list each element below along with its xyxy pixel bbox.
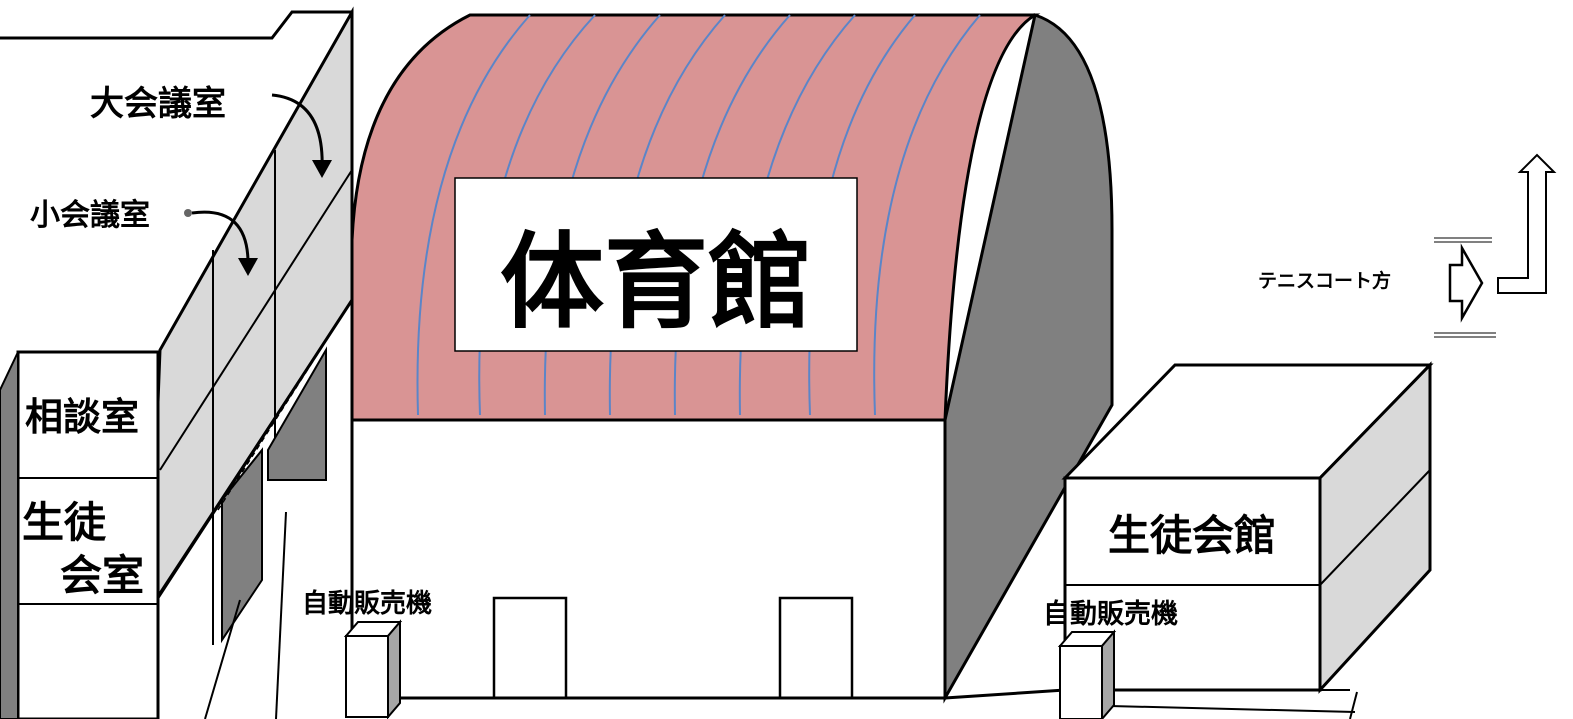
gym-door-right xyxy=(778,596,854,700)
small-meeting-room-arrow-tail xyxy=(184,209,192,217)
left-building-floor-line xyxy=(159,169,353,471)
small-meeting-room-arrow xyxy=(191,210,250,269)
student-council-room-label-line1: 生徒 xyxy=(22,498,107,547)
left-building-window xyxy=(221,447,263,644)
large-meeting-room-arrow xyxy=(271,93,324,171)
student-hall-ground-line xyxy=(1349,691,1358,719)
small-meeting-room-arrow-head xyxy=(238,258,258,276)
gym-label: 体育館 xyxy=(500,221,812,343)
small-meeting-room-label: 小会議室 xyxy=(30,198,150,233)
ground-line xyxy=(944,688,1066,700)
left-building-roof-edge xyxy=(0,10,352,40)
student-hall xyxy=(1061,361,1434,719)
path-line xyxy=(275,511,287,719)
path-line xyxy=(204,599,241,719)
gym-sign xyxy=(454,177,858,352)
direction-arrow-icon xyxy=(1434,153,1557,338)
gym xyxy=(350,13,1114,704)
student-hall-ground-line xyxy=(1109,705,1356,713)
tennis-court-direction-label: テニスコート方 xyxy=(1258,269,1391,292)
gym-door-left xyxy=(492,596,568,700)
left-building-edge xyxy=(0,351,19,719)
gym-side-face xyxy=(943,13,1114,704)
large-meeting-room-arrow-head xyxy=(312,160,332,178)
large-meeting-room-label: 大会議室 xyxy=(90,84,226,124)
left-building-window xyxy=(267,346,327,481)
student-hall-side-divider xyxy=(1319,469,1431,586)
vending-machine-left xyxy=(343,619,403,719)
consultation-room-label: 相談室 xyxy=(25,395,139,439)
left-building-dashed-line xyxy=(217,299,353,511)
gym-front-wall xyxy=(350,418,947,700)
vending-machine-right xyxy=(1057,629,1117,719)
left-building-floor-line xyxy=(154,299,353,601)
student-council-room-label-line2: 会室 xyxy=(60,551,144,600)
vending-machine-left-label: 自動販売機 xyxy=(302,588,432,619)
student-hall-label: 生徒会館 xyxy=(1108,511,1276,560)
vending-machine-right-label: 自動販売機 xyxy=(1043,598,1178,630)
left-building xyxy=(0,6,354,719)
